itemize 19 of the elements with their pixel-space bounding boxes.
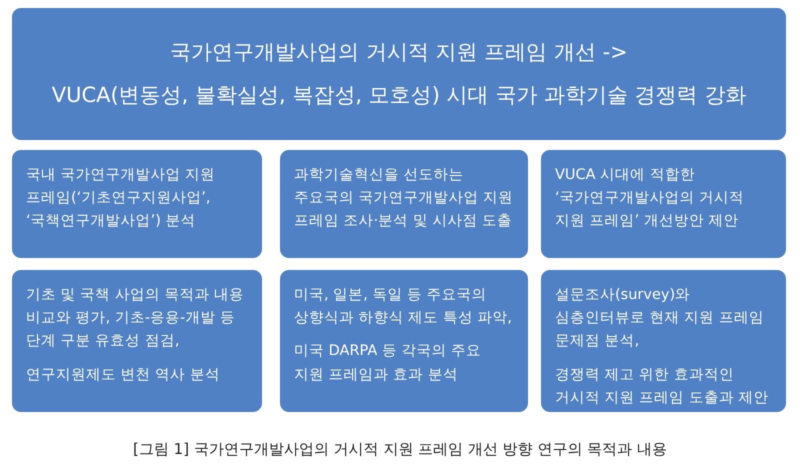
content-box [280,270,528,412]
box-text: 경쟁력 제고 위한 효과적인 거시적 지원 프레임 도출과 제안 [555,366,770,408]
box-text: 미국 DARPA 등 각국의 주요 지원 프레임과 효과 분석 [294,342,482,385]
banner-text: 국가연구개발사업의 거시적 지원 프레임 개선 -> [170,38,628,66]
box-text: 과학기술혁신을 선도하는 주요국의 국가연구개발사업 지원 프레임 조사·분석 및 시사점 도출 [294,166,514,232]
box-text: VUCA 시대에 적합한 ‘국가연구개발사업의 거시적 지원 프레임’ 개선방안 제안 [555,166,746,232]
box-text: 미국, 일본, 독일 등 주요국의 상향식과 하향식 제도 특성 파악, [294,286,514,328]
box-text: 기초 및 국책 사업의 목적과 내용 비교와 평가, 기초-응용-개발 등 단계 구분 유효성 점검, [26,286,246,352]
banner-text: VUCA(변동성, 불확실성, 복잡성, 모호성) 시대 국가 과학기술 경쟁력 강화 [52,82,746,109]
content-box [12,270,262,412]
title-banner [12,8,786,140]
figure-caption: [그림 1] 국가연구개발사업의 거시적 지원 프레임 개선 방향 연구의 목적과 내용 [132,440,668,459]
content-box [541,270,786,412]
content-box [12,150,262,258]
content-box [541,150,786,258]
box-text: 연구지원제도 변천 역사 분석 [26,366,220,385]
box-text: 설문조사(survey)와 심층인터뷰로 현재 지원 프레임 문제점 분석, [555,286,765,352]
box-text: 국내 국가연구개발사업 지원 프레임(‘기초연구지원사업’, ‘국책연구개발사업’) 분석 [26,166,216,232]
content-box [280,150,528,258]
